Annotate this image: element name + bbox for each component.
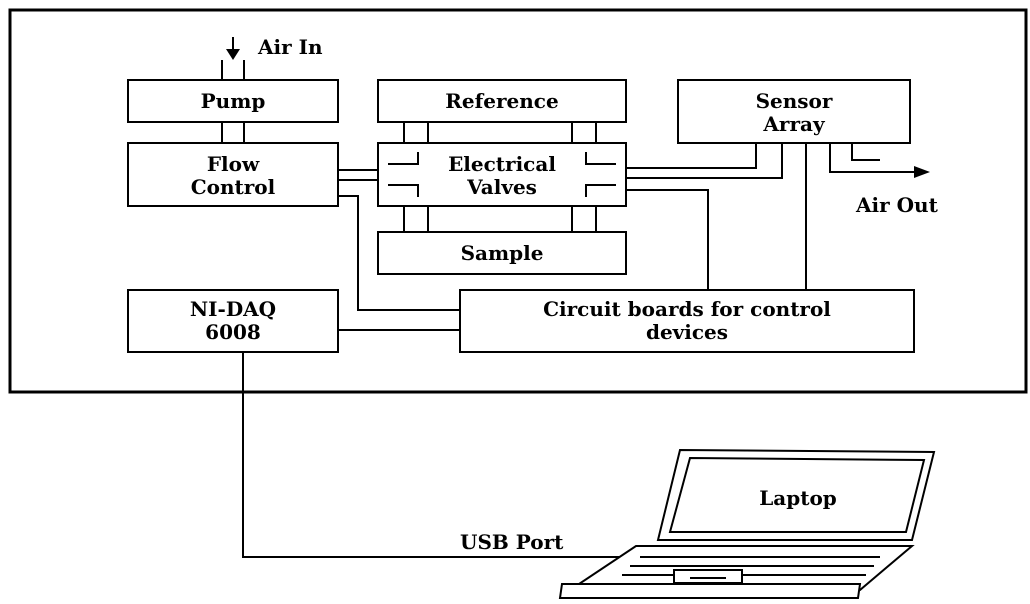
circuit-boards-label-line1: Circuit boards for control: [543, 297, 831, 321]
pump-flow-pipe: [222, 122, 244, 143]
pump-label: Pump: [201, 89, 266, 113]
circuit-boards-label-line2: devices: [646, 320, 728, 344]
sensor-array-label-line2: Array: [762, 112, 826, 136]
reference-valve-pipes: [404, 122, 596, 143]
laptop-icon: [560, 450, 934, 598]
usb-port-label: USB Port: [460, 530, 564, 554]
flow-control-label-line2: Control: [191, 175, 276, 199]
reference-label: Reference: [445, 89, 558, 113]
air-out-label: Air Out: [855, 193, 939, 217]
air-in-arrow: [222, 37, 244, 80]
nidaq-label-line2: 6008: [205, 320, 261, 344]
sample-label: Sample: [461, 241, 544, 265]
sensor-array-label-line1: Sensor: [756, 89, 833, 113]
valve-sample-pipes: [404, 206, 596, 232]
nidaq-label-line1: NI-DAQ: [190, 297, 276, 321]
electrical-valves-label-line1: Electrical: [448, 152, 556, 176]
valve-sensor-pipes: [626, 143, 782, 178]
electrical-valves-label-line2: Valves: [466, 175, 537, 199]
usb-cable: [243, 352, 628, 557]
air-in-label: Air In: [257, 35, 323, 59]
flow-control-label-line1: Flow: [207, 152, 260, 176]
air-out-arrow: [830, 143, 930, 178]
laptop-label: Laptop: [759, 486, 837, 510]
flow-valve-pipes: [338, 170, 378, 180]
